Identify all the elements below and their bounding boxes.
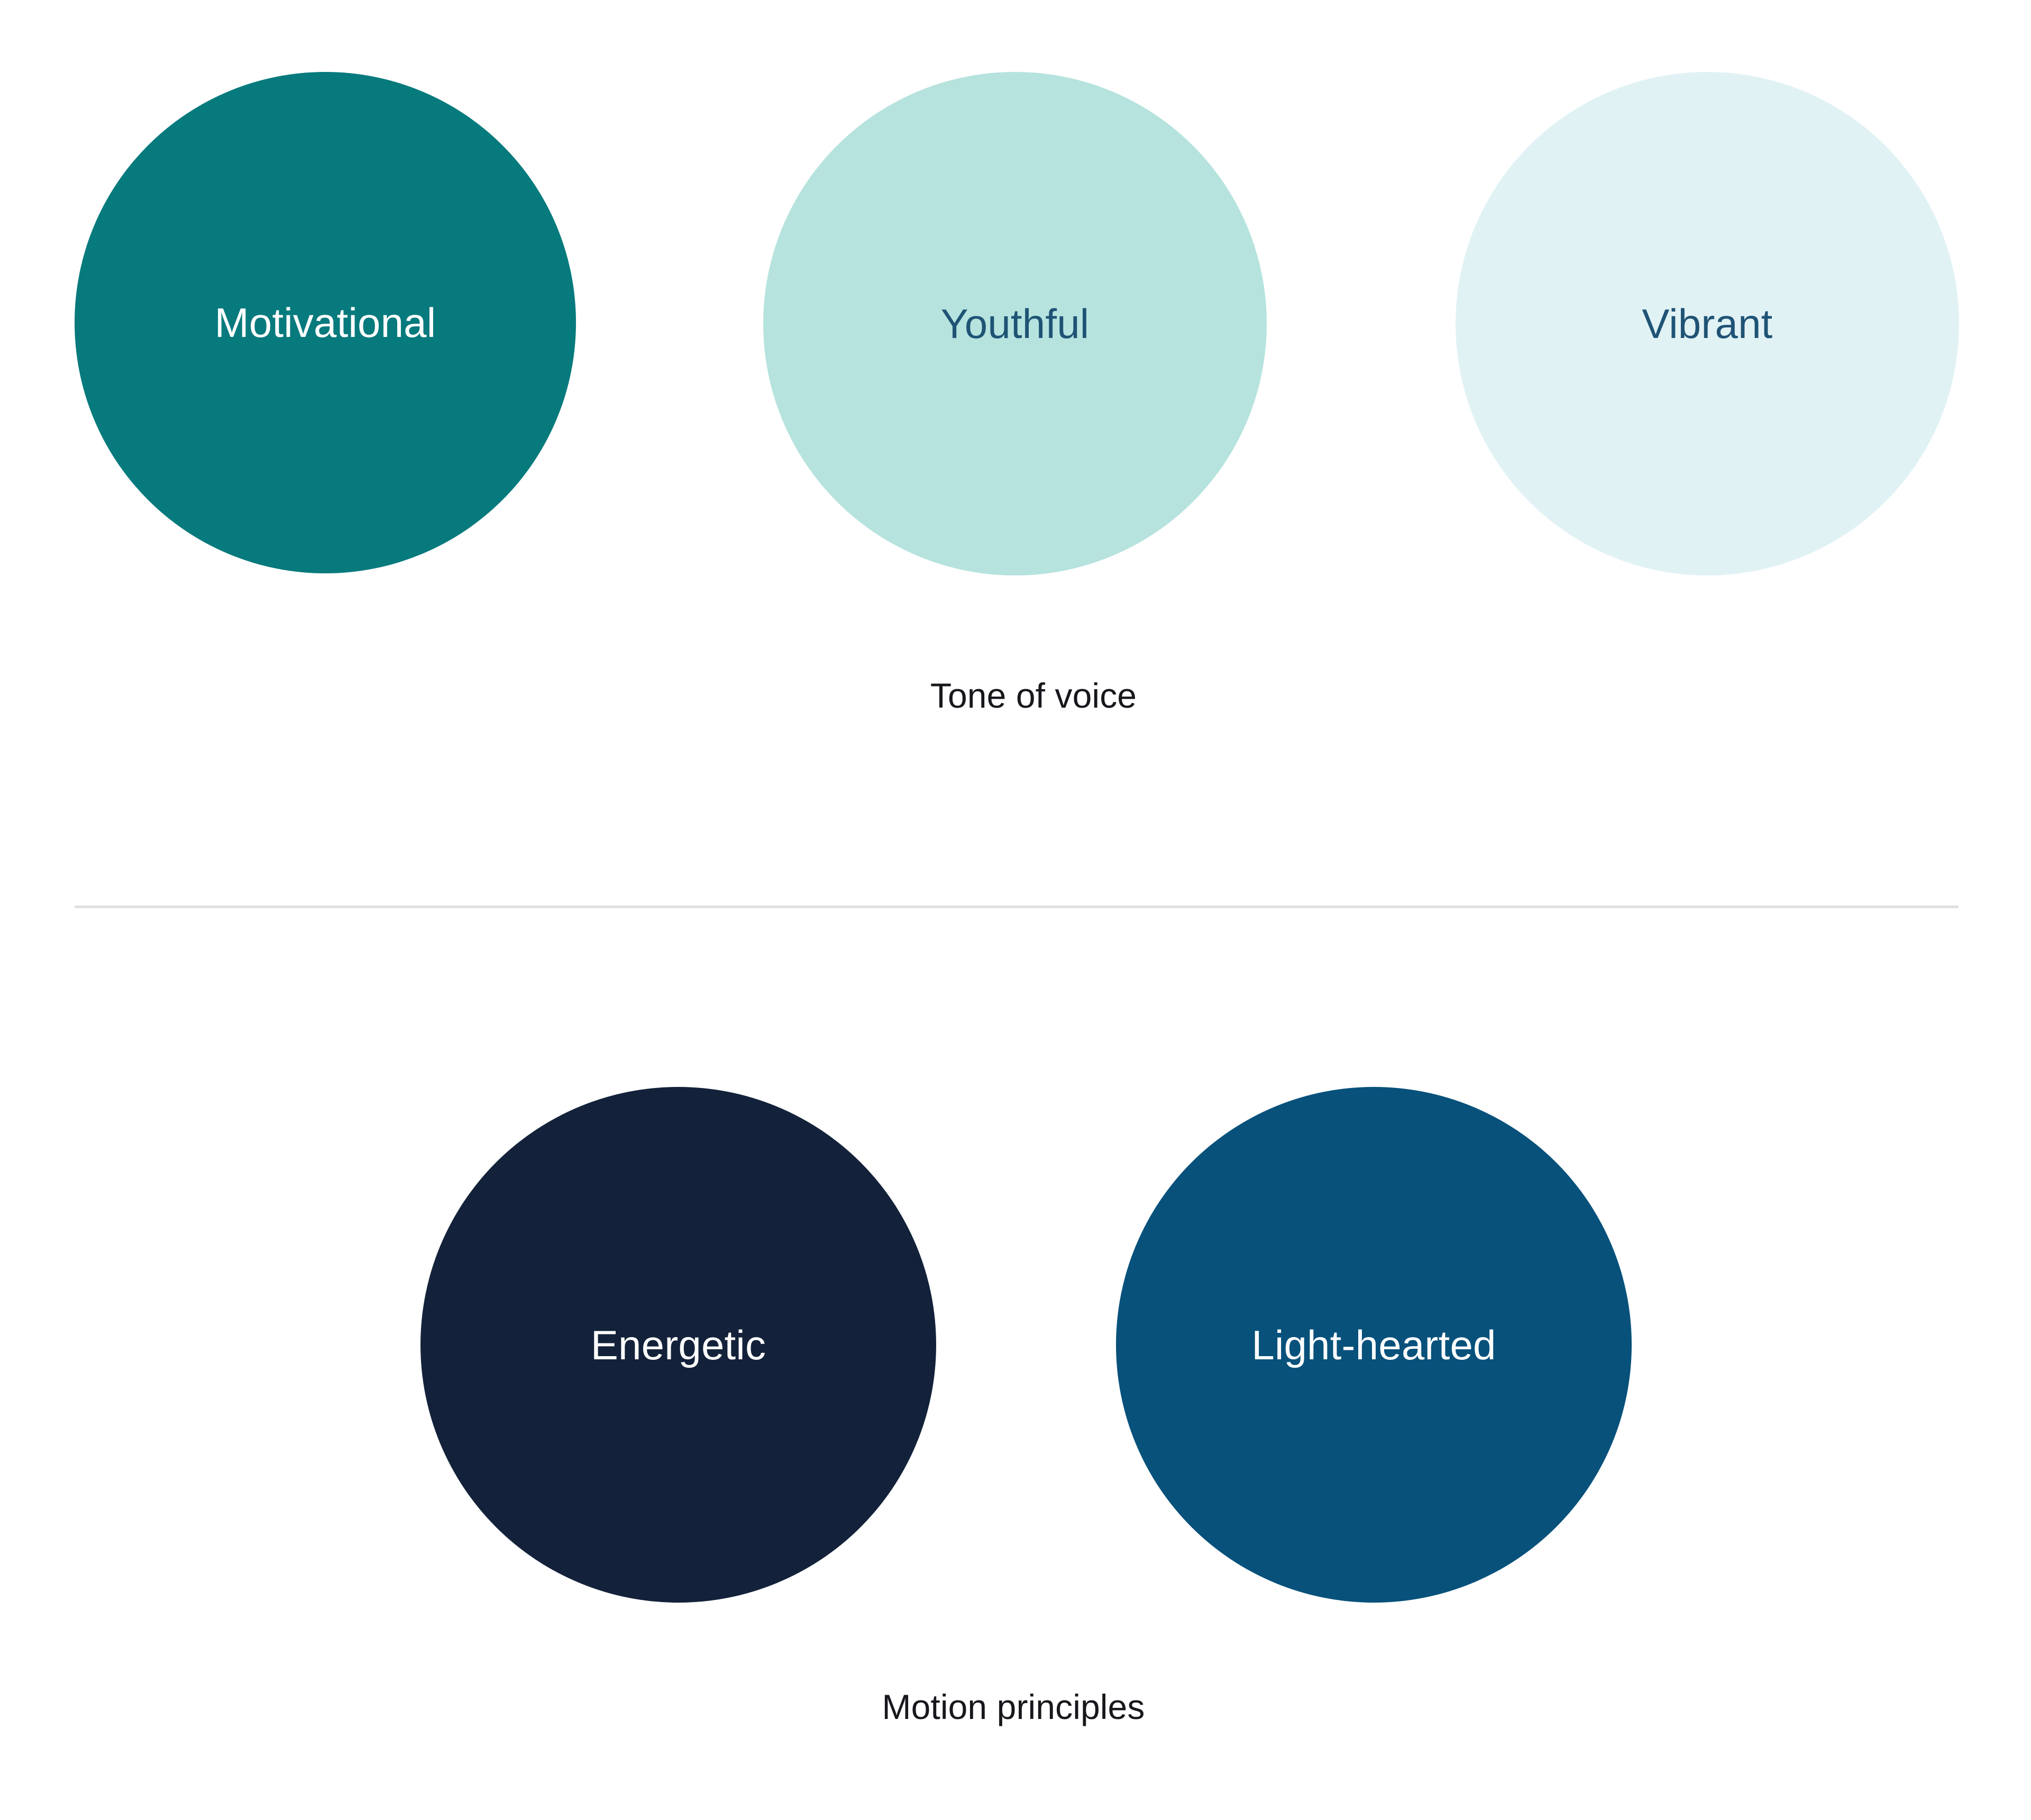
motion-circle-light-hearted-label: Light-hearted	[1251, 1321, 1496, 1368]
tone-circle-vibrant[interactable]: Vibrant	[1456, 72, 1959, 575]
motion-circle-energetic-label: Energetic	[590, 1321, 766, 1368]
tone-circle-vibrant-label: Vibrant	[1642, 300, 1773, 347]
section-divider	[75, 906, 1959, 908]
motion-circle-energetic[interactable]: Energetic	[420, 1087, 936, 1603]
tone-circle-youthful[interactable]: Youthful	[763, 72, 1267, 575]
motion-principles-caption: Motion principles	[882, 1687, 1145, 1726]
tone-of-voice-caption: Tone of voice	[930, 676, 1137, 715]
tone-circle-motivational[interactable]: Motivational	[75, 72, 576, 573]
tone-circle-motivational-label: Motivational	[214, 299, 436, 346]
motion-circle-light-hearted[interactable]: Light-hearted	[1116, 1087, 1632, 1603]
tone-circle-youthful-label: Youthful	[940, 300, 1090, 347]
